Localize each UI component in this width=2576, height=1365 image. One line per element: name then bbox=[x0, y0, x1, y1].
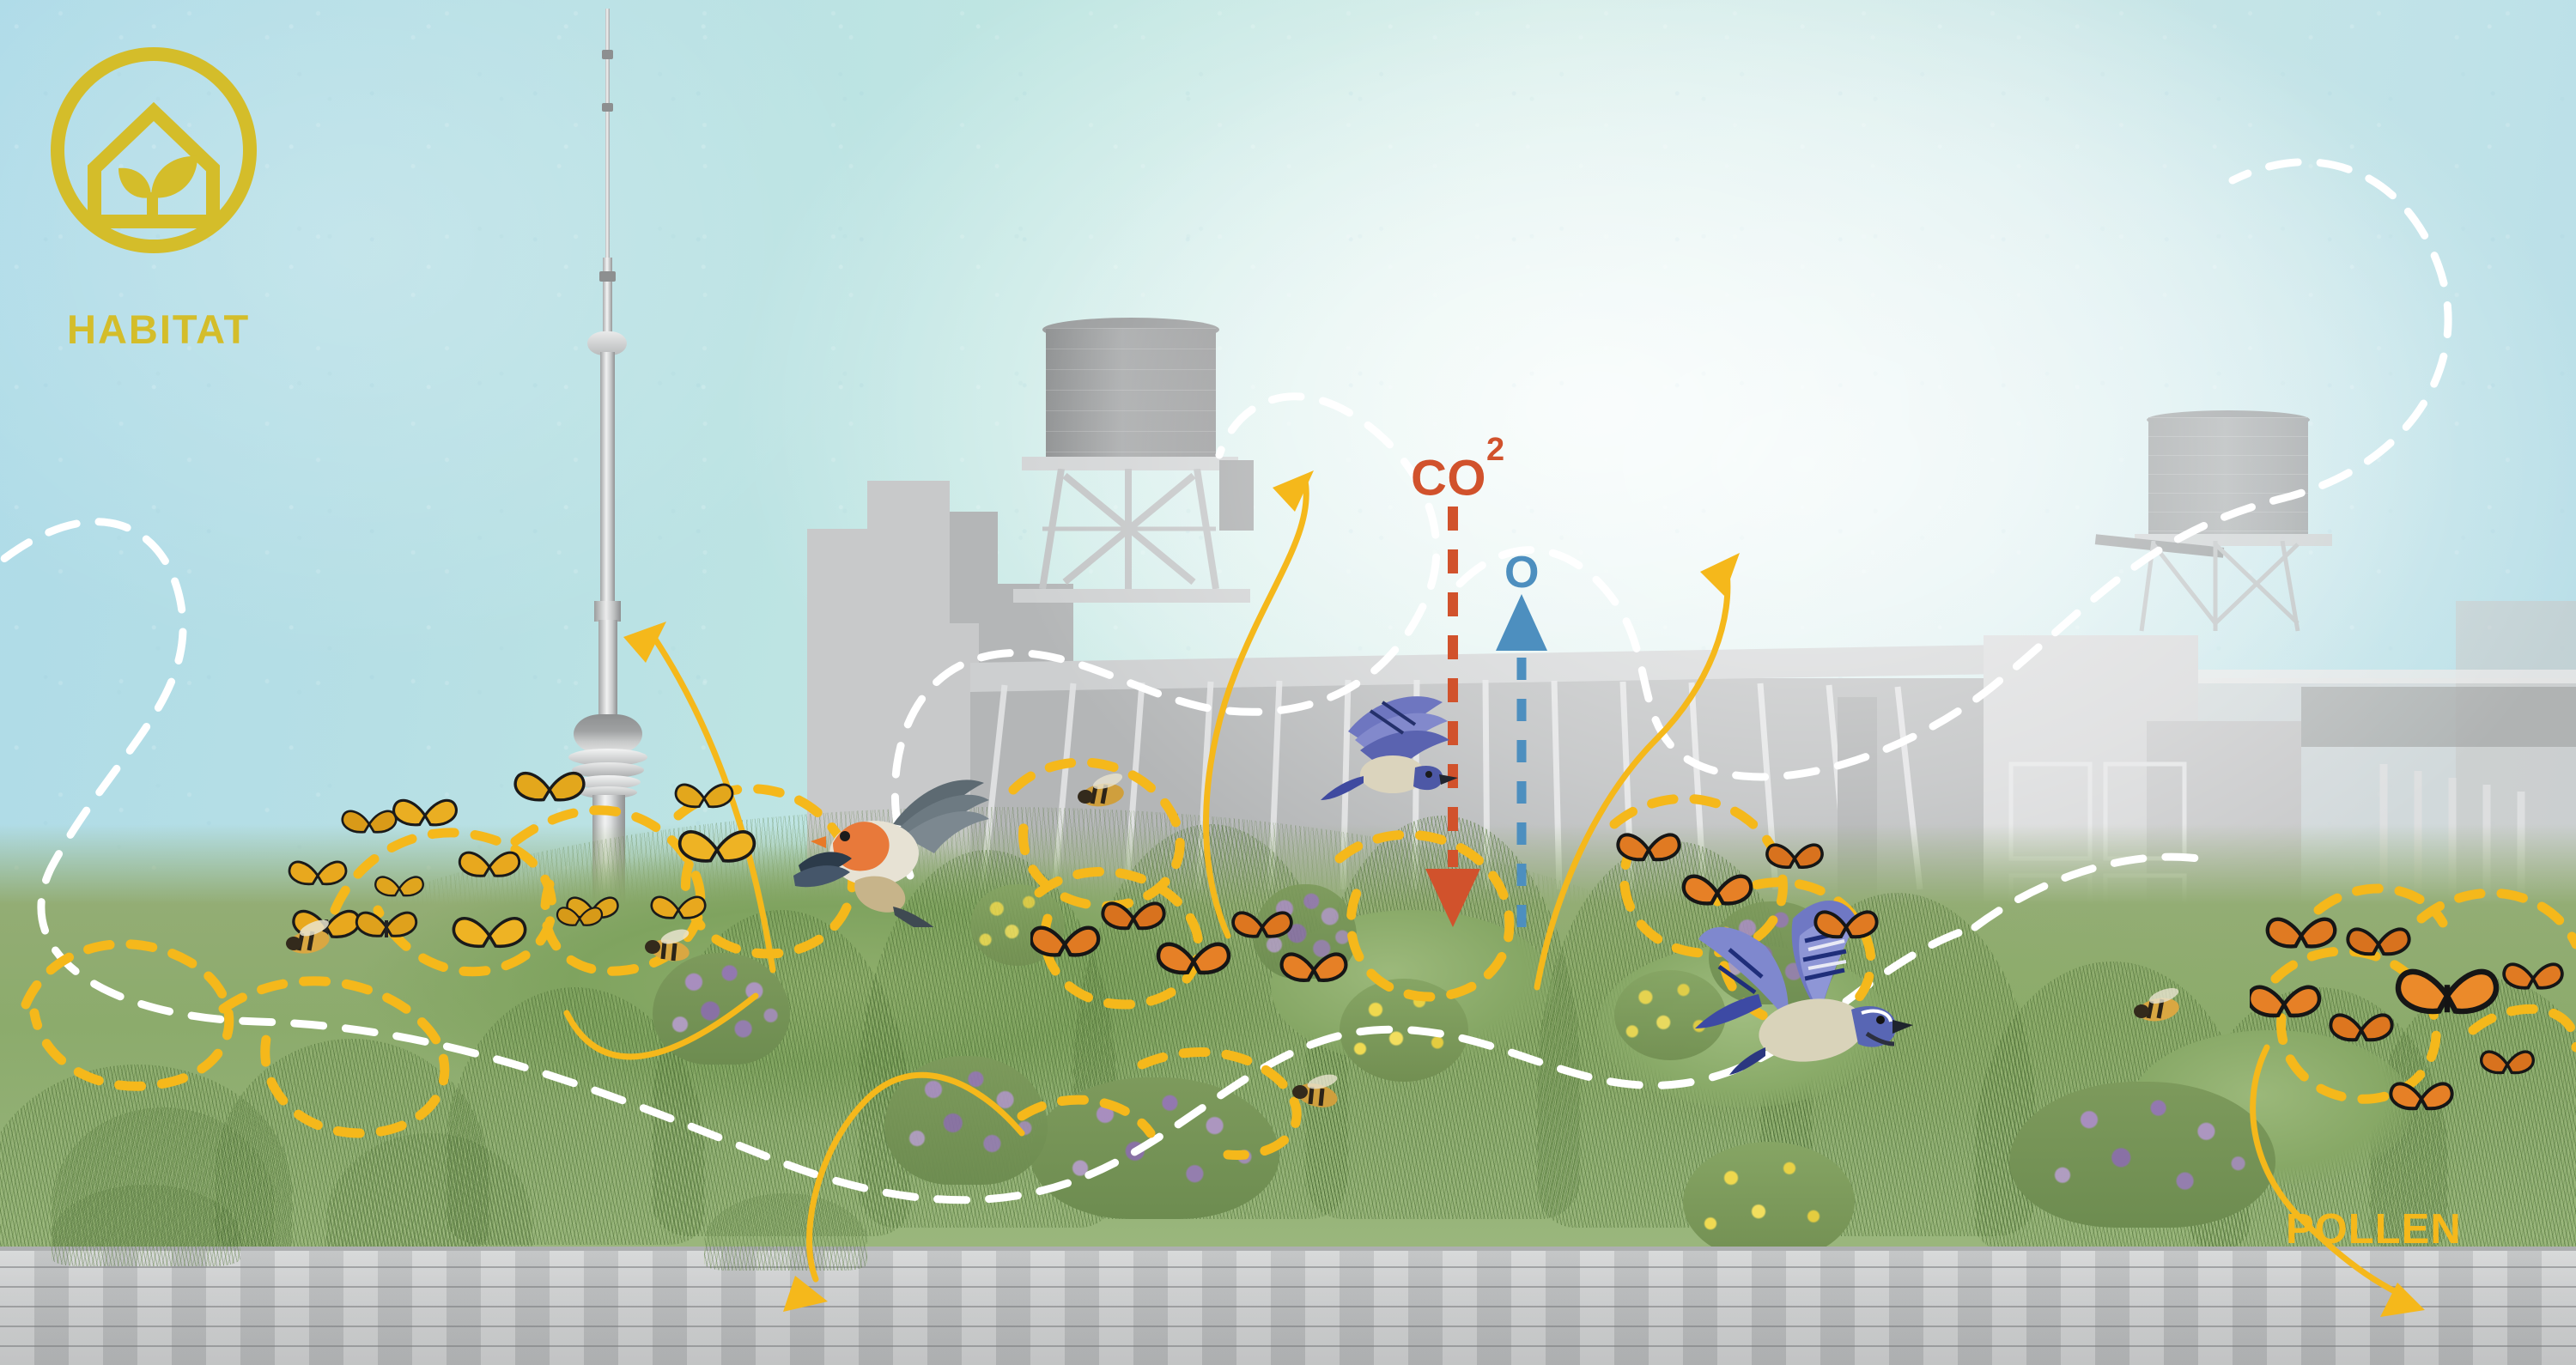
boardwalk bbox=[0, 1247, 2576, 1365]
honey-bee bbox=[1292, 1074, 1338, 1107]
co2-label: CO2 bbox=[1411, 432, 1505, 507]
pollen-arrowhead bbox=[623, 470, 2425, 1317]
yellow-wildflower bbox=[1614, 970, 1726, 1060]
honey-bee bbox=[645, 929, 690, 962]
bird-flight-path bbox=[0, 158, 2452, 1204]
oxygen-label: O bbox=[1504, 548, 1540, 598]
co2-text: CO bbox=[1411, 450, 1486, 507]
habitat-logo[interactable] bbox=[45, 41, 263, 259]
pollinator-path-center bbox=[1017, 793, 1876, 1160]
blue-jay-landing bbox=[1695, 900, 1913, 1075]
habitat-label: HABITAT bbox=[67, 306, 251, 352]
leaf-icon bbox=[118, 167, 151, 198]
sedum-groundcover bbox=[52, 1107, 275, 1262]
co2-arrowhead bbox=[1425, 869, 1480, 927]
monarch-butterflies bbox=[2250, 917, 2564, 1111]
boardwalk-edge bbox=[0, 1247, 2576, 1251]
grass-overhang bbox=[704, 1193, 867, 1271]
logo-circle-icon bbox=[51, 47, 257, 253]
swallowtail-butterflies bbox=[288, 771, 756, 949]
monarch-butterflies bbox=[1616, 833, 1879, 939]
monarch-butterflies bbox=[1030, 901, 1348, 982]
honey-bee bbox=[1078, 773, 1124, 807]
robin-bird bbox=[793, 780, 989, 927]
butterfly bbox=[288, 771, 756, 949]
lavender-planting bbox=[2009, 1082, 2275, 1228]
grass-overhang bbox=[52, 1185, 240, 1266]
pollinator-path-right bbox=[2270, 883, 2576, 1104]
honey-bee bbox=[286, 919, 330, 954]
stem-icon bbox=[147, 192, 158, 227]
pollen-label: POLLEN bbox=[2286, 1206, 2462, 1253]
co2-superscript: 2 bbox=[1486, 432, 1505, 469]
leaf-icon bbox=[151, 155, 197, 198]
honey-bee bbox=[2134, 987, 2179, 1022]
yellow-wildflower bbox=[1683, 1142, 1855, 1262]
house-icon bbox=[88, 101, 220, 228]
blue-jay-flying bbox=[1321, 696, 1458, 800]
oxygen-arrowhead bbox=[1496, 594, 1547, 651]
